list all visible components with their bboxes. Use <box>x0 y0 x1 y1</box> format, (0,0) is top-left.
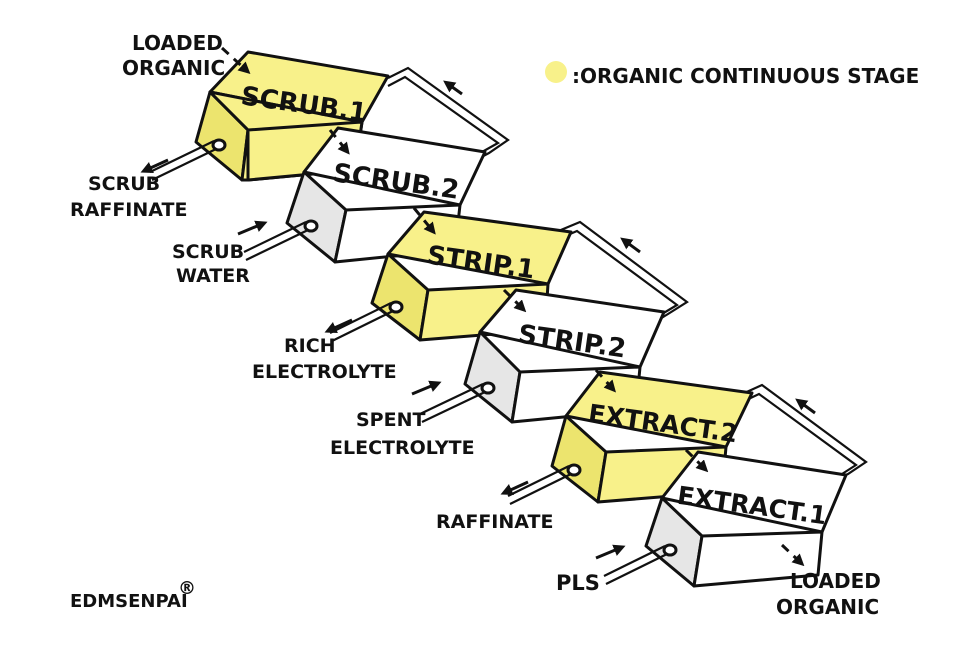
label-spent-electrolyte-1: SPENT <box>356 409 425 431</box>
label-spent-electrolyte-2: ELECTROLYTE <box>330 437 475 459</box>
label-loaded-organic-in-1: LOADED <box>132 31 223 55</box>
label-loaded-organic-out-2: ORGANIC <box>776 595 879 619</box>
stage-extract1-front <box>692 530 824 588</box>
aqueous-pipes <box>149 140 668 585</box>
watermark: EDMSENPAI <box>70 591 188 612</box>
legend-organic-swatch <box>545 61 567 83</box>
label-scrub-water-2: WATER <box>176 265 250 287</box>
organic-flow-dashes <box>220 46 805 567</box>
label-loaded-organic-out-1: LOADED <box>790 569 881 593</box>
stage-strip2-side <box>463 330 522 424</box>
legend-text: :ORGANIC CONTINUOUS STAGE <box>572 64 919 88</box>
label-pls: PLS <box>556 571 600 595</box>
label-loaded-organic-in-2: ORGANIC <box>122 56 225 80</box>
label-scrub-raffinate-2: RAFFINATE <box>70 199 187 221</box>
stream-arrows <box>140 158 626 560</box>
label-rich-electrolyte-1: RICH <box>284 335 336 357</box>
legend: :ORGANIC CONTINUOUS STAGE <box>545 61 919 88</box>
stage-strip1-side <box>370 252 430 342</box>
watermark-registered-mark: ® <box>178 578 196 599</box>
label-raffinate: RAFFINATE <box>436 511 553 533</box>
label-scrub-raffinate-1: SCRUB <box>88 173 160 195</box>
label-scrub-water-1: SCRUB <box>172 241 244 263</box>
label-rich-electrolyte-2: ELECTROLYTE <box>252 361 397 383</box>
